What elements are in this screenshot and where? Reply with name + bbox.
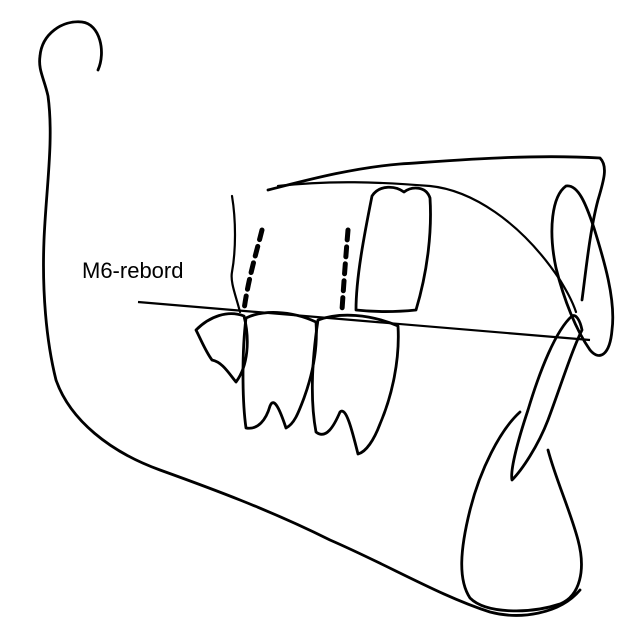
m6-rebord-label: M6-rebord bbox=[82, 258, 183, 283]
coronoid-outline bbox=[232, 196, 240, 312]
lower-molar-right bbox=[312, 315, 398, 454]
symphysis-outline bbox=[462, 412, 582, 611]
m6-rebord-dashes-posterior bbox=[244, 230, 262, 310]
lower-molar-left bbox=[243, 312, 316, 428]
m6-rebord-dashes-anterior bbox=[342, 230, 348, 310]
lower-incisor bbox=[512, 316, 582, 480]
maxilla-inner-line bbox=[278, 182, 576, 312]
upper-molar bbox=[356, 187, 430, 311]
maxilla-outline bbox=[268, 157, 604, 300]
lower-posterior-molar bbox=[196, 314, 247, 382]
